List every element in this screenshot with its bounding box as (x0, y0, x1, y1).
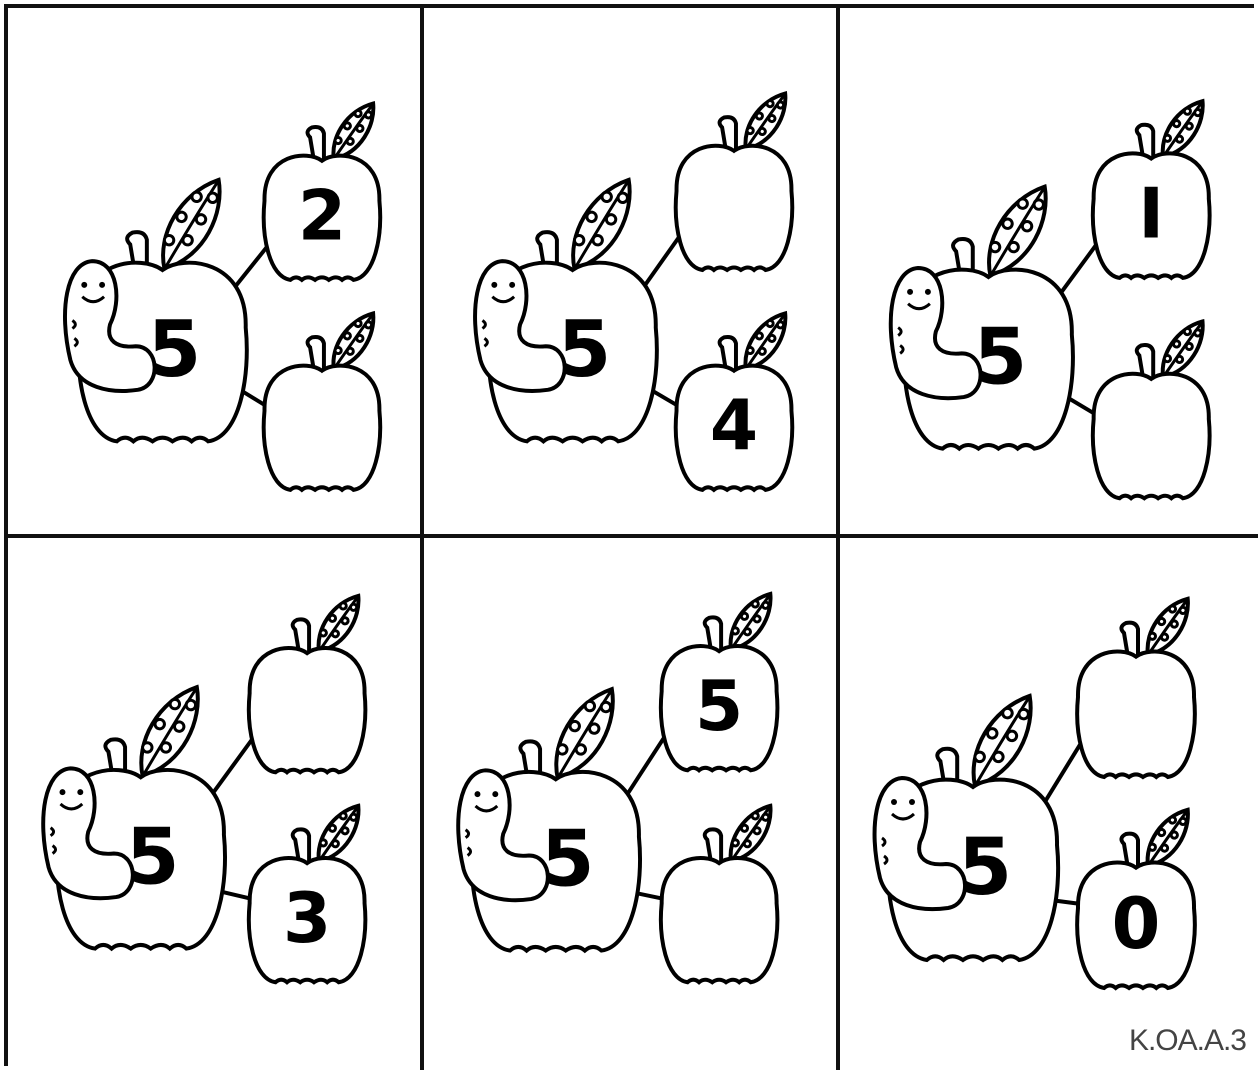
part-bottom-number: 3 (283, 879, 331, 959)
number-bond-illustration: 5 5 (424, 538, 836, 1070)
number-bond-illustration: 5 3 (8, 538, 420, 1070)
apple-icon (264, 366, 380, 490)
number-bond-illustration: 5 0 (840, 538, 1258, 1070)
apple-icon (249, 648, 365, 772)
apple-icon (676, 146, 792, 270)
part-bottom-number: 4 (710, 386, 758, 466)
standard-code-label: K.OA.A.3 (1129, 1024, 1246, 1058)
number-bond-card: 5 2 (8, 8, 424, 538)
apple-icon (1077, 652, 1195, 777)
number-bond-illustration: 5 4 (424, 8, 836, 534)
number-bond-card: 5 3 (8, 538, 424, 1070)
whole-number: 5 (126, 812, 180, 902)
number-bond-card: 5 5 (424, 538, 840, 1070)
number-bond-card: 5 4 (424, 8, 840, 538)
part-bottom-number: 0 (1112, 883, 1161, 965)
apple-icon (1093, 374, 1210, 499)
number-bond-grid: 5 2 5 4 5 I 5 3 5 5 (4, 4, 1254, 1066)
number-bond-illustration: 5 2 (8, 8, 420, 534)
whole-number: 5 (541, 814, 595, 904)
number-bond-illustration: 5 I (840, 8, 1258, 534)
whole-number: 5 (958, 823, 1012, 913)
part-top-number: 2 (298, 177, 346, 257)
whole-number: 5 (558, 305, 612, 395)
number-bond-card: 5 I (840, 8, 1258, 538)
whole-number: 5 (973, 312, 1027, 402)
part-top-number: 5 (695, 667, 743, 747)
apple-icon (661, 858, 777, 982)
whole-number: 5 (148, 305, 202, 395)
part-top-number: I (1138, 174, 1164, 254)
number-bond-card: 5 0 (840, 538, 1258, 1070)
